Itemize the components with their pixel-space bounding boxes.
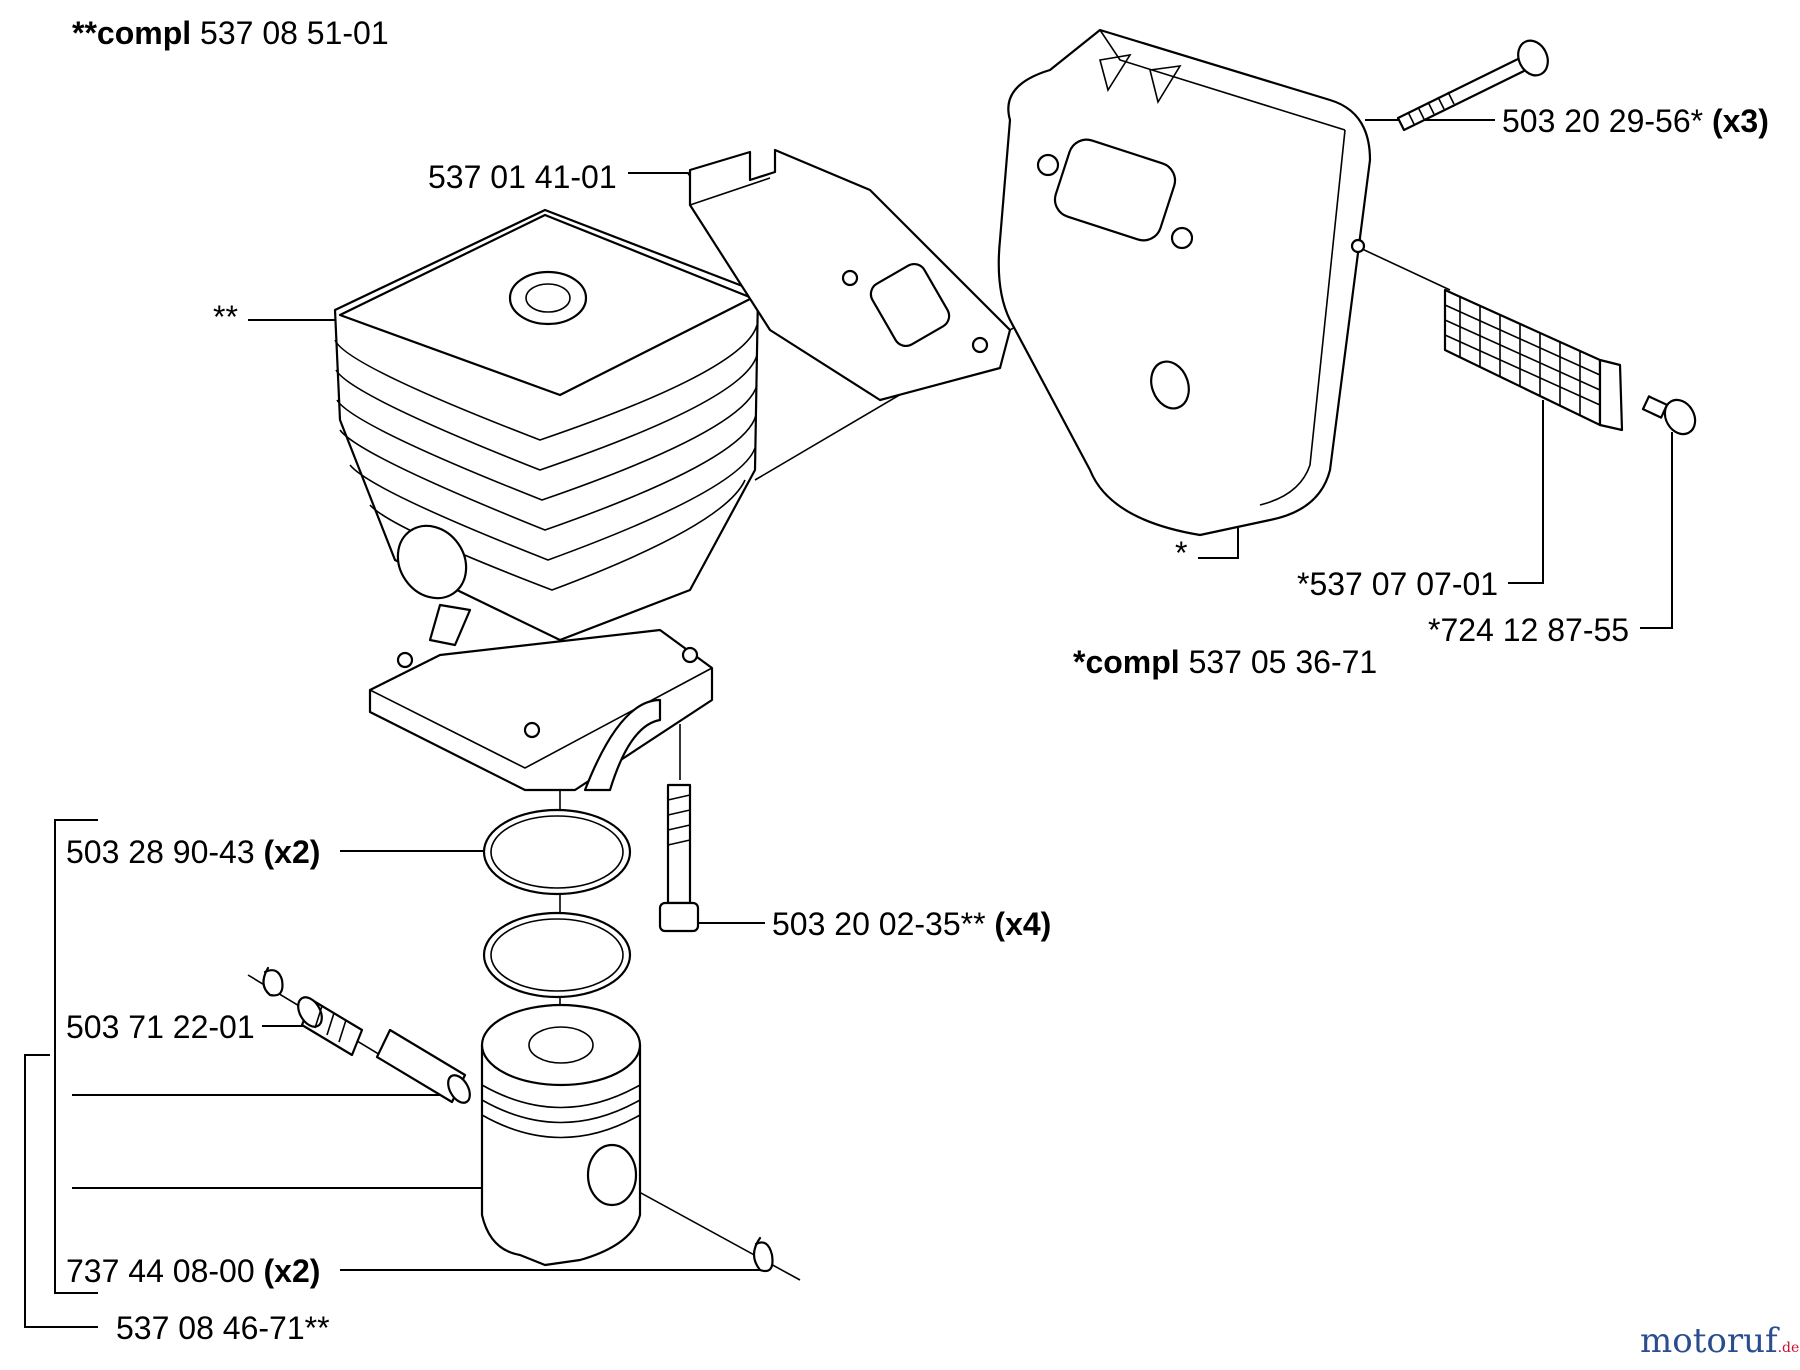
heat-shield-fold — [689, 177, 771, 206]
fin-4 — [339, 414, 757, 531]
screen-screw-head — [1663, 398, 1697, 436]
muffler-hole-2 — [1170, 226, 1194, 250]
piston-groove-2 — [481, 1099, 641, 1124]
long-bolt-head — [1517, 39, 1549, 77]
watermark-logo: motoruf.de — [1640, 1321, 1799, 1361]
piston-ring-2 — [482, 911, 632, 999]
fin-3 — [336, 384, 758, 501]
piston-groove-3 — [481, 1114, 641, 1139]
bracket-inner — [54, 819, 98, 1294]
shield-port-opening — [869, 262, 951, 348]
leader-screen — [1508, 400, 1544, 584]
bracket-outer — [24, 1054, 98, 1328]
label-cylinder-bolts: 503 20 02-35** (x4) — [772, 906, 1051, 942]
fin-6 — [369, 479, 746, 591]
piston-skirt — [480, 1043, 642, 1267]
muffler-port — [1053, 138, 1177, 242]
muffler-emboss-1 — [1099, 53, 1132, 92]
circlip-left — [262, 966, 284, 997]
circlips-part — [262, 966, 774, 1273]
bearing-part — [297, 996, 364, 1057]
piston-pin-end — [447, 1074, 471, 1104]
label-bearing: 503 71 22-01 — [66, 1009, 255, 1045]
muffler-hole-3 — [1150, 360, 1190, 410]
label-rings: 503 28 90-43 (x2) — [66, 834, 320, 870]
piston-groove-1 — [481, 1084, 641, 1109]
muffler-screw-hole — [1350, 238, 1366, 254]
label-long-bolt: 503 20 29-56* (x3) — [1502, 103, 1769, 139]
cylinder-bolt-head — [658, 901, 700, 933]
intake-port — [396, 524, 468, 600]
long-bolt-thread — [1407, 91, 1455, 125]
muffler-hole-1 — [1036, 153, 1060, 177]
label-piston-kit: 537 08 46-71** — [116, 1310, 330, 1346]
circlip-right — [752, 1236, 774, 1273]
label-muffler-assembly: *compl 537 05 36-71 — [1073, 644, 1377, 680]
piston-pin-body — [375, 1028, 467, 1104]
base-hole-3 — [681, 646, 699, 664]
piston-ring-1-inner — [490, 815, 624, 889]
part-labels: **compl 537 08 51-01 537 01 41-01 503 20… — [66, 15, 1769, 1346]
piston-crown-recess — [528, 1026, 594, 1064]
screen-part — [1443, 288, 1624, 432]
label-shield: 537 01 41-01 — [428, 159, 617, 195]
shield-hole-1 — [841, 269, 859, 287]
leader-muffler — [1198, 515, 1239, 559]
label-cylinder-marker: ** — [213, 299, 238, 335]
cylinder-bolt-thread — [667, 794, 691, 846]
piston-pin-boss — [586, 1143, 638, 1207]
leader-screw — [1640, 432, 1673, 629]
piston-crown — [480, 1003, 642, 1087]
watermark-text: motoruf.de — [1640, 1321, 1799, 1361]
piston-rings-part — [482, 808, 632, 999]
base-hole-1 — [396, 651, 414, 669]
piston-pin-part — [375, 1028, 471, 1104]
impulse-nipple — [428, 603, 472, 647]
piston-part — [480, 1003, 642, 1267]
cylinder-bolt-part — [658, 783, 700, 933]
screen-screw-part — [1641, 395, 1697, 436]
screen-tab — [1598, 358, 1624, 432]
label-muffler-marker: * — [1175, 535, 1187, 571]
spark-plug-thread — [525, 283, 571, 313]
muffler-side-seam — [1259, 129, 1346, 506]
spark-plug-boss — [508, 270, 588, 326]
fin-5 — [349, 447, 756, 561]
axis-muffler-screen — [1359, 247, 1451, 291]
cylinder-base-arch — [583, 698, 662, 792]
screen-mesh — [1443, 288, 1602, 427]
piston-ring-1 — [482, 808, 632, 896]
heat-shield-part — [688, 148, 1012, 402]
label-circlip: 737 44 08-00 (x2) — [66, 1253, 320, 1289]
fin-1 — [334, 324, 758, 441]
needle-bearing-end — [297, 996, 323, 1028]
muffler-body — [997, 28, 1372, 537]
piston-ring-2-inner — [490, 918, 624, 992]
muffler-emboss-2 — [1149, 64, 1182, 105]
shield-hole-2 — [971, 336, 989, 354]
label-screen-screw: *724 12 87-55 — [1428, 612, 1629, 648]
screen-mesh-horizontal — [1444, 304, 1601, 406]
base-hole-2 — [523, 721, 541, 739]
needle-bearing-needles — [314, 1005, 347, 1043]
fin-2 — [335, 354, 758, 471]
cylinder-part — [333, 208, 760, 792]
screen-screw-shank — [1641, 395, 1669, 419]
label-cylinder-assembly: **compl 537 08 51-01 — [72, 15, 389, 51]
muffler-top-edge — [1099, 29, 1346, 131]
muffler-part — [997, 28, 1372, 537]
label-screen: *537 07 07-01 — [1297, 566, 1498, 602]
long-bolt-part — [1396, 39, 1549, 132]
